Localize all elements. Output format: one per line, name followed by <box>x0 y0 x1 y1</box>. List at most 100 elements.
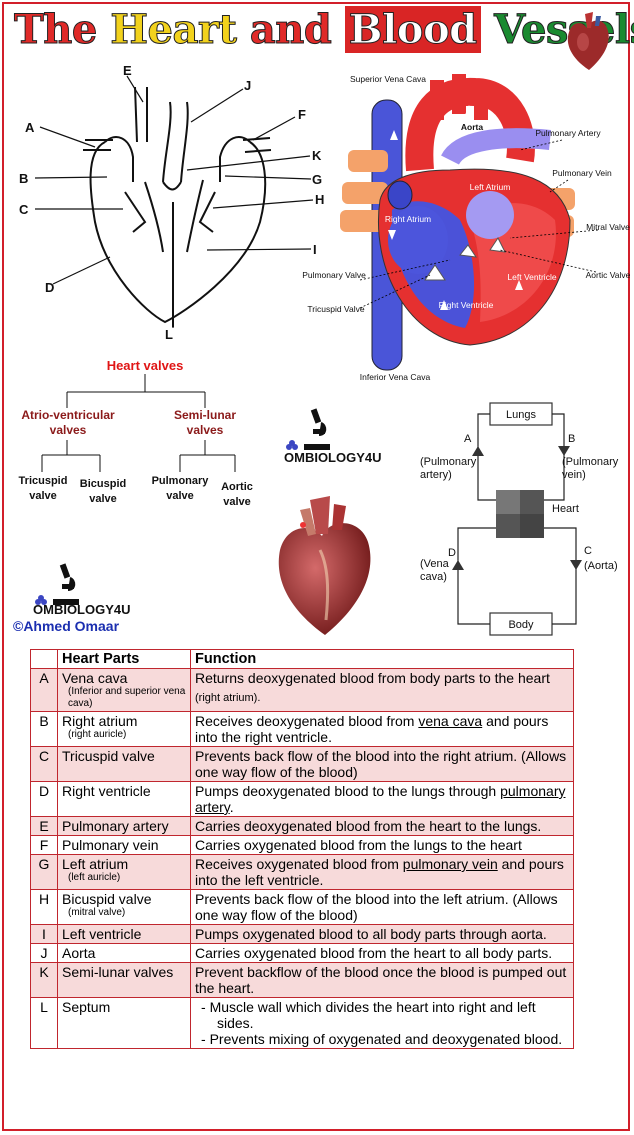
valve-pulmonary: Pulmonary valve <box>151 475 209 502</box>
row-part-note: (Inferior and superior vena cava) <box>68 686 186 709</box>
valve-bicuspid: Bicuspid valve <box>79 478 127 505</box>
row-part-note: (right auricle) <box>68 729 127 740</box>
circulation-label-c: C <box>584 545 592 557</box>
schematic-label-e: E <box>123 63 132 78</box>
row-function: Carries oxygenated blood from the lungs … <box>190 835 574 855</box>
circulation-vena-cava: (Vena cava) <box>420 558 449 583</box>
function-text: Prevent backflow of the blood once the b… <box>195 964 567 996</box>
circulation-pulmonary-artery: (Pulmonary artery) <box>420 456 477 481</box>
copyright: ©Ahmed Omaar <box>13 618 120 634</box>
function-text: Carries oxygenated blood from the lungs … <box>195 837 522 853</box>
row-part-name: Aorta <box>62 945 96 961</box>
title-word-vessels: Vessels <box>494 6 634 54</box>
function-text: Pumps oxygenated blood to all body parts… <box>195 926 547 942</box>
heart-schematic-diagram: A B C D E J F K G H I L <box>19 63 324 340</box>
row-part-name: Right atrium <box>62 713 138 729</box>
table-header-function: Function <box>190 649 574 669</box>
label-pulmonary-artery: Pulmonary Artery <box>535 128 601 138</box>
row-function: Pumps deoxygenated blood to the lungs th… <box>190 781 574 817</box>
label-right-atrium: Right Atrium <box>385 214 431 224</box>
label-aortic-valve: Aortic Valve <box>586 270 631 280</box>
row-part-name: Pulmonary vein <box>62 837 159 853</box>
row-letter: B <box>30 711 58 747</box>
row-letter: L <box>30 997 58 1049</box>
label-aorta: Aorta <box>461 122 483 132</box>
function-text-end: and pours into the right ventricle. <box>195 713 549 745</box>
schematic-label-g: G <box>312 172 322 187</box>
function-keyword: pulmonary vein <box>402 856 498 872</box>
function-text: Prevents back flow of the blood into the… <box>195 748 567 780</box>
function-keyword: pulmonary artery <box>195 783 566 815</box>
valves-root: Heart valves <box>106 358 184 373</box>
valves-group-atrioventricular: Atrio-ventricular valves <box>21 408 115 437</box>
circulation-body: Body <box>508 619 534 631</box>
heart-anatomy-diagram: Superior Vena Cava Aorta Pulmonary Arter… <box>302 74 631 382</box>
row-function: Prevents back flow of the blood into the… <box>190 746 574 782</box>
title-word-heart: Heart <box>110 6 238 54</box>
heart-icon <box>567 12 609 70</box>
schematic-label-j: J <box>244 78 251 93</box>
valves-group-semilunar: Semi-lunar valves <box>173 408 236 437</box>
schematic-label-i: I <box>313 242 317 257</box>
row-function: Pumps oxygenated blood to all body parts… <box>190 924 574 944</box>
valve-aortic: Aortic valve <box>221 481 253 508</box>
title-word-and: and <box>249 6 332 54</box>
table-row: LSeptumMuscle wall which divides the hea… <box>30 997 574 1049</box>
row-letter: I <box>30 924 58 944</box>
row-part-name: Tricuspid valve <box>62 748 155 764</box>
logo-text: OMBIOLOGY4U <box>284 450 382 465</box>
row-function: Carries deoxygenated blood from the hear… <box>190 816 574 836</box>
function-keyword: vena cava <box>418 713 483 729</box>
row-letter: F <box>30 835 58 855</box>
label-tricuspid-valve: Tricuspid Valve <box>307 304 364 314</box>
schematic-label-k: K <box>312 148 322 163</box>
page-title: The Heart and Blood Vessels <box>14 6 634 62</box>
schematic-label-b: B <box>19 171 28 186</box>
function-text: Carries oxygenated blood from the heart … <box>195 945 553 961</box>
row-part-name: Bicuspid valve <box>62 891 152 907</box>
row-letter: H <box>30 889 58 925</box>
row-function: Receives deoxygenated blood from vena ca… <box>190 711 574 747</box>
function-text: Receives deoxygenated blood from <box>195 713 419 729</box>
microscope-icon <box>35 563 79 605</box>
row-letter: E <box>30 816 58 836</box>
row-part-name: Pulmonary artery <box>62 818 169 834</box>
valves-tree-lines <box>41 374 236 472</box>
heart-photo <box>278 496 371 635</box>
logo-text: OMBIOLOGY4U <box>33 602 131 617</box>
function-text-end: and pours into the left ventricle. <box>195 856 564 888</box>
row-function: Returns deoxygenated blood from body par… <box>190 668 574 712</box>
row-part-name: Right ventricle <box>62 783 151 799</box>
label-right-ventricle: Right Ventricle <box>439 300 494 310</box>
row-part-name: Left ventricle <box>62 926 142 942</box>
circulation-label-a: A <box>464 433 472 445</box>
title-word-the: The <box>14 6 98 54</box>
row-letter: D <box>30 781 58 817</box>
function-text: Prevents back flow of the blood into the… <box>195 891 558 923</box>
row-part-name: Left atrium <box>62 856 129 872</box>
circulation-diagram: Lungs Body Heart A B D C <box>448 402 592 636</box>
label-left-ventricle: Left Ventricle <box>507 272 556 282</box>
title-word-blood: Blood <box>344 6 481 54</box>
valve-tricuspid: Tricuspid valve <box>18 475 68 502</box>
function-text: Receives oxygenated blood from <box>195 856 403 872</box>
circulation-label-b: B <box>568 433 575 445</box>
function-bullet: Prevents mixing of oxygenated and deoxyg… <box>210 1031 569 1047</box>
function-text: Returns deoxygenated blood from body par… <box>195 670 550 686</box>
row-part-name: Semi-lunar valves <box>62 964 174 980</box>
label-left-atrium: Left Atrium <box>470 182 511 192</box>
circulation-lungs: Lungs <box>506 409 536 421</box>
row-letter: C <box>30 746 58 782</box>
row-letter: J <box>30 943 58 963</box>
row-part-note: (left auricle) <box>68 872 121 883</box>
